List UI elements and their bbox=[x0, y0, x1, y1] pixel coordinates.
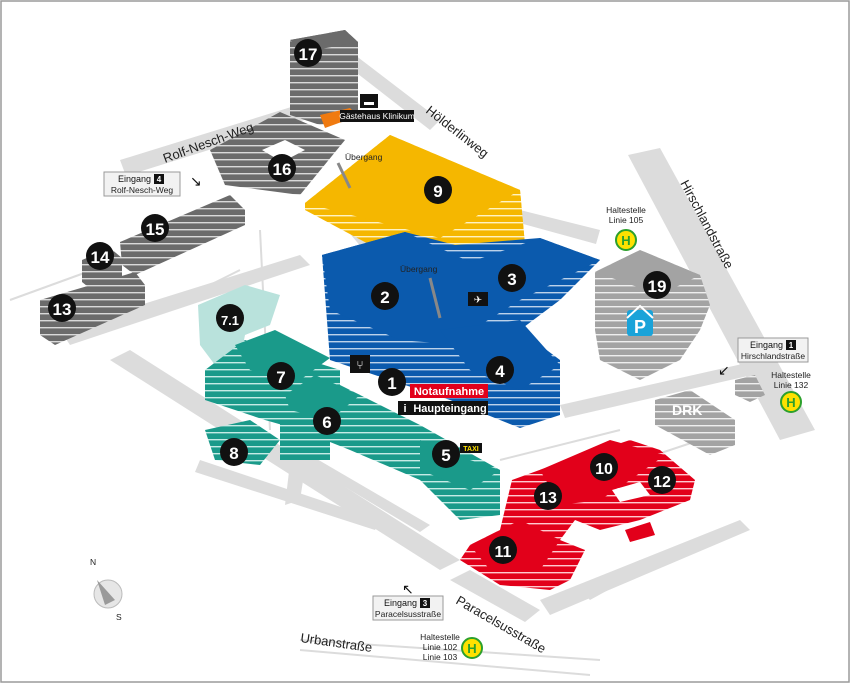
svg-text:1: 1 bbox=[789, 341, 794, 350]
bed-icon: ▬ bbox=[364, 97, 374, 108]
svg-text:5: 5 bbox=[441, 446, 450, 465]
svg-text:9: 9 bbox=[433, 182, 442, 201]
building-badges: 17 16 15 14 13 9 3 2 4 1 19 7.1 7 6 5 8 … bbox=[48, 39, 676, 564]
building-badge-6[interactable]: 6 bbox=[313, 407, 341, 435]
svg-text:11: 11 bbox=[495, 544, 512, 561]
entrance-3[interactable]: Eingang 3 Paracelsusstraße ↖ bbox=[372, 581, 444, 621]
svg-text:8: 8 bbox=[229, 444, 238, 463]
haupteingang-label[interactable]: i Haupteingang bbox=[398, 401, 488, 415]
building-badge-1[interactable]: 1 bbox=[378, 368, 406, 396]
svg-text:Eingang: Eingang bbox=[118, 174, 151, 184]
arrow-icon: ↘ bbox=[190, 173, 202, 189]
restaurant-icon: ⑂ bbox=[350, 355, 370, 373]
svg-text:Haltestelle: Haltestelle bbox=[771, 370, 811, 380]
svg-text:7: 7 bbox=[276, 368, 285, 387]
svg-text:Eingang: Eingang bbox=[384, 598, 417, 608]
entrance-4[interactable]: Eingang 4 Rolf-Nesch-Weg ↘ bbox=[103, 171, 202, 197]
building-badge-14[interactable]: 13 bbox=[48, 294, 76, 322]
svg-text:14: 14 bbox=[91, 248, 110, 267]
building-badge-7[interactable]: 7 bbox=[267, 362, 295, 390]
svg-text:Hirschlandstraße: Hirschlandstraße bbox=[741, 351, 806, 361]
svg-text:Haltestelle: Haltestelle bbox=[420, 632, 460, 642]
building-badge-18[interactable]: 17 bbox=[294, 39, 322, 67]
svg-text:Haltestelle: Haltestelle bbox=[606, 205, 646, 215]
building-badge-11[interactable]: 11 bbox=[489, 536, 517, 564]
passage-9-17 bbox=[336, 162, 352, 189]
svg-text:1: 1 bbox=[387, 374, 396, 393]
svg-text:Notaufnahme: Notaufnahme bbox=[414, 386, 484, 398]
svg-text:17: 17 bbox=[299, 45, 318, 64]
svg-text:Linie 105: Linie 105 bbox=[609, 215, 644, 225]
svg-text:6: 6 bbox=[322, 413, 331, 432]
taxi-sign: TAXI bbox=[460, 443, 482, 453]
bus-stop-132[interactable]: Haltestelle Linie 132 H bbox=[771, 370, 811, 413]
compass-south: S bbox=[116, 612, 122, 622]
building-badge-7-1[interactable]: 7.1 bbox=[216, 304, 244, 332]
building-badge-5[interactable]: 5 bbox=[432, 440, 460, 468]
svg-text:Haupteingang: Haupteingang bbox=[413, 403, 486, 415]
building-badge-2[interactable]: 2 bbox=[371, 282, 399, 310]
svg-text:P: P bbox=[634, 317, 646, 337]
drk-label: DRK bbox=[672, 402, 702, 418]
building-badge-17[interactable]: 16 bbox=[268, 154, 296, 182]
passage-9-2 bbox=[428, 277, 442, 319]
parking-icon[interactable]: P bbox=[626, 304, 654, 337]
svg-text:⑂: ⑂ bbox=[356, 358, 363, 372]
svg-text:Paracelsusstraße: Paracelsusstraße bbox=[375, 609, 441, 619]
building-badge-13[interactable]: 13 bbox=[534, 482, 562, 510]
arrow-icon: ↙ bbox=[718, 362, 730, 378]
helipad-icon: ✈ bbox=[468, 292, 488, 306]
svg-text:12: 12 bbox=[653, 474, 671, 491]
svg-text:4: 4 bbox=[495, 362, 505, 381]
svg-text:4: 4 bbox=[157, 175, 162, 184]
svg-text:Linie 132: Linie 132 bbox=[774, 380, 809, 390]
building-badge-16[interactable]: 15 bbox=[141, 214, 169, 242]
building-badge-3[interactable]: 3 bbox=[498, 264, 526, 292]
svg-text:13: 13 bbox=[53, 300, 72, 319]
bus-stop-icon: H bbox=[467, 641, 476, 656]
building-badge-12[interactable]: 12 bbox=[648, 466, 676, 494]
building-badge-10[interactable]: 10 bbox=[590, 453, 618, 481]
svg-text:15: 15 bbox=[146, 220, 165, 239]
building-badge-8[interactable]: 8 bbox=[220, 438, 248, 466]
uebergang-label-2: Übergang bbox=[400, 264, 438, 274]
svg-text:Gästehaus Klinikum: Gästehaus Klinikum bbox=[339, 111, 415, 121]
svg-text:Linie 102: Linie 102 bbox=[423, 642, 458, 652]
bus-stop-105[interactable]: Haltestelle Linie 105 H bbox=[606, 205, 646, 251]
svg-text:7.1: 7.1 bbox=[221, 313, 239, 328]
svg-text:10: 10 bbox=[595, 461, 613, 478]
compass: N S bbox=[90, 557, 123, 622]
arrow-icon: ↖ bbox=[402, 581, 414, 597]
svg-text:Eingang: Eingang bbox=[750, 340, 783, 350]
bus-stop-102-103[interactable]: Haltestelle Linie 102 Linie 103 H bbox=[420, 632, 483, 662]
entrance-1[interactable]: Eingang 1 Hirschlandstraße ↙ bbox=[718, 337, 809, 378]
info-icon: i bbox=[403, 403, 406, 415]
building-badge-4[interactable]: 4 bbox=[486, 356, 514, 384]
gaestehaus-label[interactable]: ▬ Gästehaus Klinikum bbox=[339, 94, 415, 122]
svg-text:3: 3 bbox=[507, 270, 516, 289]
notaufnahme-label[interactable]: Notaufnahme bbox=[410, 384, 488, 398]
svg-text:19: 19 bbox=[648, 277, 667, 296]
building-badge-9[interactable]: 9 bbox=[424, 176, 452, 204]
svg-text:Rolf-Nesch-Weg: Rolf-Nesch-Weg bbox=[111, 185, 173, 195]
bus-stop-icon: H bbox=[621, 233, 630, 248]
svg-text:✈: ✈ bbox=[474, 295, 482, 306]
svg-text:Linie 103: Linie 103 bbox=[423, 652, 458, 662]
svg-text:16: 16 bbox=[273, 160, 292, 179]
bus-stop-icon: H bbox=[786, 395, 795, 410]
building-badge-19[interactable]: 19 bbox=[643, 271, 671, 299]
building-badge-15[interactable]: 14 bbox=[86, 242, 114, 270]
svg-text:TAXI: TAXI bbox=[463, 446, 478, 453]
svg-text:2: 2 bbox=[380, 288, 389, 307]
svg-text:13: 13 bbox=[539, 490, 557, 507]
compass-north: N bbox=[90, 557, 96, 567]
svg-text:3: 3 bbox=[423, 599, 428, 608]
uebergang-label-1: Übergang bbox=[345, 152, 383, 162]
